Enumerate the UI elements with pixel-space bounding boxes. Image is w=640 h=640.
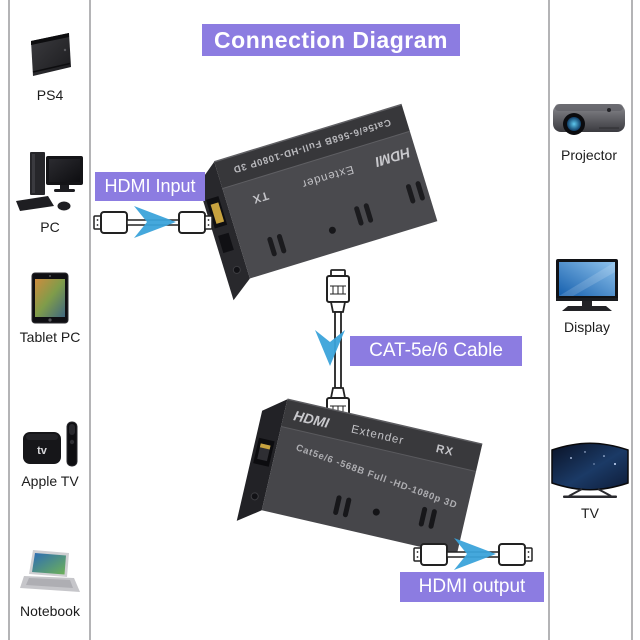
left-column-border-inner <box>89 0 91 640</box>
svg-text:tv: tv <box>37 445 48 457</box>
ps4-icon <box>31 33 71 76</box>
device-tablet-pc: Tablet PC <box>20 272 80 345</box>
hdmi-input-label: HDMI Input <box>95 172 205 201</box>
device-label: PS4 <box>36 87 64 103</box>
device-label: TV <box>581 505 599 521</box>
hdmi-cable-output-graphic <box>413 538 533 570</box>
device-ps4: PS4 <box>19 28 81 103</box>
device-notebook: Notebook <box>19 548 81 619</box>
arrow-right-icon <box>454 538 496 570</box>
device-apple-tv: tv Apple TV <box>19 420 81 489</box>
arrow-right-icon <box>134 206 176 238</box>
device-display: Display <box>553 258 621 335</box>
device-label: Notebook <box>20 603 80 619</box>
pc-icon <box>16 152 83 211</box>
right-column-border-inner <box>548 0 550 640</box>
device-projector: Projector <box>550 94 628 163</box>
right-column-border-outer <box>631 0 633 640</box>
projector-icon <box>553 104 625 135</box>
tablet-icon <box>31 272 69 324</box>
page-title: Connection Diagram <box>202 24 460 56</box>
tx-side-face <box>198 161 250 301</box>
apple-tv-icon: tv <box>23 421 78 467</box>
display-icon <box>556 259 618 311</box>
tv-icon <box>551 442 629 498</box>
device-tv: TV <box>548 438 632 521</box>
left-column-border-outer <box>8 0 10 640</box>
rx-extender-box: HDMI Extender RX Cat5e/6 -568B Full -HD-… <box>236 398 483 556</box>
device-label: Projector <box>560 147 618 163</box>
device-label: Tablet PC <box>19 329 81 345</box>
rx-screw <box>250 492 259 501</box>
hdmi-input-label-text: HDMI Input <box>104 176 196 196</box>
tx-port-text: TX <box>250 189 269 205</box>
cat-cable-label-text: CAT-5e/6 Cable <box>369 340 503 361</box>
cat-cable-label: CAT-5e/6 Cable <box>350 336 522 366</box>
hdmi-output-label: HDMI output <box>400 572 544 602</box>
tx-extender-box: Cat5e/6-568B Full-HD-1080P 3D HDMI Exten… <box>198 103 438 301</box>
rx-port-text: RX <box>435 443 455 459</box>
arrow-down-icon <box>315 330 345 366</box>
device-label: PC <box>40 219 60 235</box>
hdmi-output-label-text: HDMI output <box>418 576 526 597</box>
tx-screw <box>232 265 241 274</box>
page-title-text: Connection Diagram <box>214 26 448 53</box>
notebook-icon <box>20 550 80 592</box>
device-pc: PC <box>14 150 86 235</box>
device-label: Display <box>564 319 610 335</box>
device-label: Apple TV <box>21 473 79 489</box>
hdmi-cable-input-graphic <box>93 206 213 238</box>
